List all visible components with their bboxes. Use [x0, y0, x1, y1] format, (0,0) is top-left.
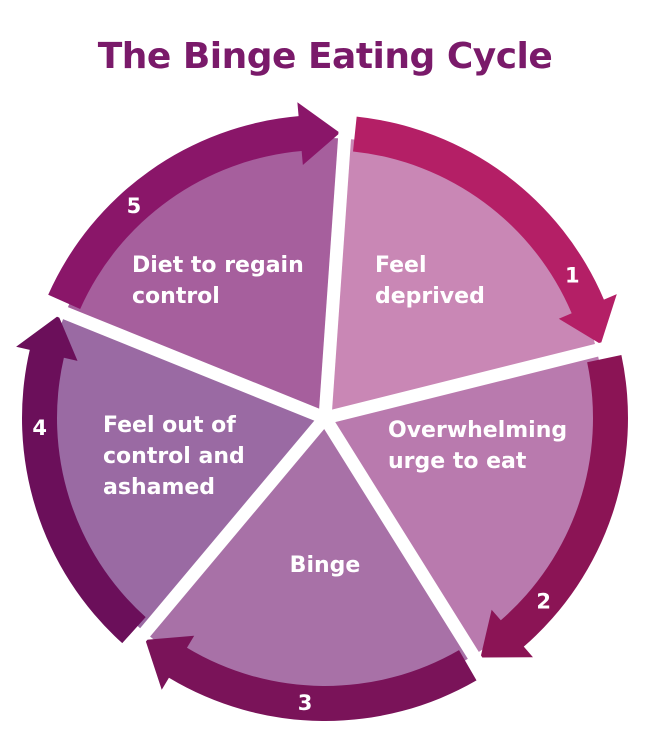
arrow-stage-1 [353, 116, 617, 345]
diagram-title: The Binge Eating Cycle [97, 36, 553, 77]
segment-divider [23, 290, 328, 425]
segment-stage-2 [325, 350, 605, 656]
segment-divider [323, 333, 640, 425]
stage-number-3: 3 [298, 691, 313, 715]
segment-divider [112, 413, 330, 670]
segment-stage-1 [325, 138, 597, 418]
segment-divider [319, 414, 502, 696]
arrow-stage-5 [48, 102, 340, 309]
segment-divider [318, 95, 355, 419]
arrow-stage-3 [145, 635, 477, 721]
arrow-stage-4 [16, 315, 146, 644]
stage-number-1: 1 [565, 263, 580, 287]
stage-label-3: Binge [290, 553, 361, 578]
stage-number-2: 2 [536, 590, 551, 614]
stage-number-4: 4 [32, 416, 47, 440]
segment-stage-5 [65, 138, 345, 418]
stage-number-5: 5 [127, 194, 142, 218]
arrow-stage-2 [480, 355, 628, 658]
segment-stage-3 [145, 418, 474, 698]
